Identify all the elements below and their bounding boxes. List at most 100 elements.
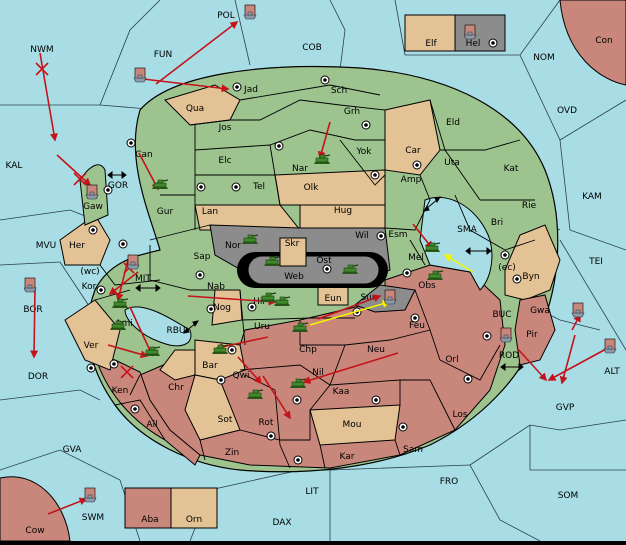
fleet-unit[interactable] (463, 24, 477, 40)
sea-rbu-inlet (124, 306, 192, 347)
fleet-unit[interactable] (499, 327, 513, 343)
land-label-hug: Hug (334, 206, 352, 216)
land-label-mou: Mou (343, 420, 362, 430)
convoy-links (107, 171, 524, 371)
land-label-nar: Nar (292, 164, 308, 174)
land-label-kor: Kor (82, 282, 97, 292)
land-label-rot: Rot (259, 418, 274, 428)
region-skr[interactable] (279, 237, 307, 267)
land-label-wil: Wil (355, 231, 369, 241)
land-label-car: Car (405, 146, 421, 156)
land-label-esm: Esm (388, 230, 407, 240)
land-label-elc: Elc (218, 156, 231, 166)
land-label-jad: Jad (243, 85, 258, 95)
fleet-unit[interactable] (603, 338, 617, 354)
region-elf[interactable] (404, 14, 456, 52)
fleet-unit[interactable] (85, 184, 99, 200)
region-pir[interactable] (514, 294, 556, 366)
sea-label-fun: FUN (154, 50, 173, 60)
land-label-lan: Lan (202, 207, 218, 217)
region-aba[interactable] (124, 487, 172, 529)
sea-label-dax: DAX (272, 518, 291, 528)
land-label-pir: Pir (526, 330, 538, 340)
land-label-nab: Nab (207, 282, 225, 292)
land-label-eun: Eun (324, 294, 341, 304)
land-label-uta: Uta (444, 158, 460, 168)
region-sot[interactable] (184, 374, 241, 441)
sea-label-tei: TEI (588, 257, 603, 267)
sea-label-nwm: NWM (30, 45, 53, 55)
land-label-eld: Eld (446, 118, 460, 128)
fleet-unit[interactable] (23, 277, 37, 293)
land-label-hel: Hel (466, 39, 481, 49)
land-label-jos: Jos (218, 123, 232, 133)
land-label-sun: Sun (360, 293, 377, 303)
fleet-unit[interactable] (383, 289, 397, 305)
sea-label-swm: SWM (82, 513, 104, 523)
region-orn[interactable] (170, 487, 218, 529)
land-label-amp: Amp (401, 175, 422, 185)
sea-label-wc: (wc) (80, 267, 99, 277)
land-label-los: Los (452, 410, 467, 420)
land-label-nil: Nil (312, 368, 324, 378)
fleet-unit[interactable] (133, 67, 147, 83)
land-label-aba: Aba (141, 515, 158, 525)
land-label-sap: Sap (194, 252, 211, 262)
land-label-kar: Kar (340, 452, 355, 462)
land-label-qwi: Qwi (233, 371, 250, 381)
land-label-her: Her (69, 241, 85, 251)
region-ver[interactable] (64, 299, 121, 371)
land-label-yok: Yok (355, 147, 372, 157)
fleet-unit[interactable] (571, 302, 585, 318)
land-label-gwa: Gwa (530, 306, 550, 316)
land-label-orn: Orn (186, 515, 202, 525)
sea-label-cob: COB (302, 43, 322, 53)
sea-label-sma: SMA (457, 225, 477, 235)
region-chr[interactable] (159, 349, 196, 381)
land-label-byn: Byn (522, 272, 539, 282)
land-label-skr: Skr (285, 239, 300, 249)
land-label-kaa: Kaa (333, 387, 350, 397)
fleet-unit[interactable] (126, 254, 140, 270)
land-label-ost: Ost (316, 256, 332, 266)
region-olk[interactable] (274, 169, 386, 206)
sea-label-fro: FRO (440, 477, 459, 487)
land-label-bri: Bri (491, 218, 503, 228)
sea-label-ec: (ec) (498, 263, 516, 273)
region-ken-ail[interactable] (94, 354, 201, 466)
sea-label-gva: GVA (63, 445, 83, 455)
fleet-unit[interactable] (83, 487, 97, 503)
region-qua[interactable] (164, 84, 241, 126)
land-label-web: Web (284, 272, 304, 282)
sea-label-rbu: RBU (166, 326, 185, 336)
sea-label-buc: BUC (492, 310, 511, 320)
land-label-con: Con (595, 36, 613, 46)
land-label-nog: Nog (213, 303, 231, 313)
land-label-tel: Tel (252, 182, 265, 192)
sea-label-mvu: MVU (36, 241, 57, 251)
sea-sma-inlet (419, 196, 493, 291)
fleet-unit[interactable] (243, 4, 257, 20)
sea-label-gor: GOR (108, 181, 128, 191)
land-label-kat: Kat (504, 164, 519, 174)
land-label-nor: Nor (225, 241, 241, 251)
land-label-sam: Sam (403, 445, 423, 455)
land-label-grh: Grh (344, 107, 360, 117)
sea-label-som: SOM (558, 491, 579, 501)
sea-label-alt: ALT (604, 367, 620, 377)
sea-label-dor: DOR (28, 372, 48, 382)
land-label-obs: Obs (418, 281, 436, 291)
land-label-uru: Uru (254, 322, 270, 332)
land-label-gaw: Gaw (83, 202, 103, 212)
land-label-ken: Ken (112, 386, 129, 396)
land-label-feu: Feu (409, 321, 425, 331)
land-label-mel: Mel (408, 253, 424, 263)
land-label-qua: Qua (186, 104, 204, 114)
land-label-hil: Hil (253, 297, 265, 307)
land-label-cow: Cow (25, 526, 44, 536)
sea-label-pol: POL (217, 11, 235, 21)
